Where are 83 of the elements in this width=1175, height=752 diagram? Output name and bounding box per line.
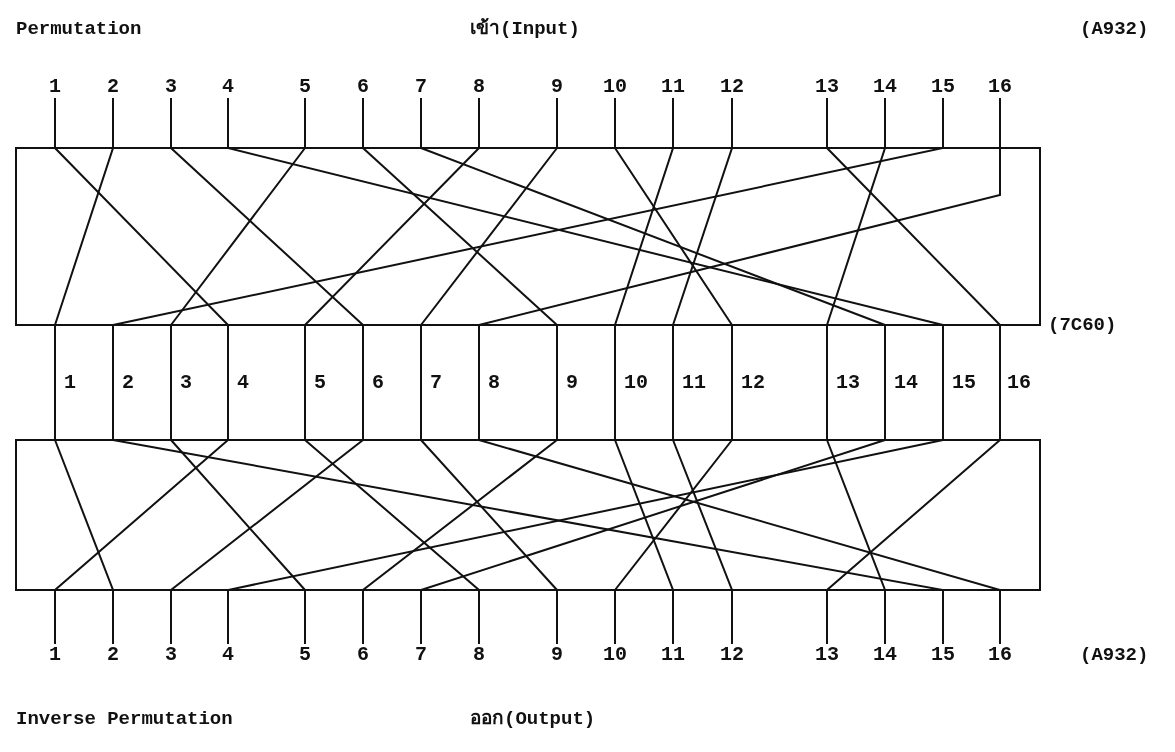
wire	[478, 439, 1001, 645]
output-pin-number: 11	[661, 644, 685, 666]
wire-column-cell: 13	[826, 325, 884, 440]
output-pin-number: 8	[473, 644, 485, 666]
output-label: ออก(Output)	[470, 708, 596, 730]
input-pin-number: 1	[49, 76, 61, 98]
wire	[826, 97, 886, 326]
wire	[826, 439, 886, 645]
input-label: เข้า(Input)	[470, 18, 580, 40]
wire-column-cell: 7	[420, 325, 478, 440]
wire	[170, 97, 306, 326]
wire	[672, 97, 733, 326]
wire-column-cell: 6	[362, 325, 420, 440]
chip-code: (7C60)	[1048, 314, 1117, 336]
wire-column-cell: 4	[227, 325, 304, 440]
output-pin-number: 2	[107, 644, 119, 666]
input-pin-number: 4	[222, 76, 234, 98]
wire-column-cell: 15	[942, 325, 999, 440]
chip-code: (A932)	[1080, 18, 1149, 40]
output-pin-number: 10	[603, 644, 627, 666]
wire	[54, 439, 114, 645]
wire	[826, 97, 1001, 326]
wire-column-cell: 11	[672, 325, 731, 440]
wire	[420, 97, 886, 326]
input-pin-number: 2	[107, 76, 119, 98]
input-pin-number: 12	[720, 76, 744, 98]
output-pin-number: 13	[815, 644, 839, 666]
wire-column-cell: 3	[170, 325, 227, 440]
permutation-label: Permutation	[16, 18, 142, 40]
input-pin-number: 11	[661, 76, 685, 98]
chip-code: (A932)	[1080, 644, 1149, 666]
output-pin-number: 4	[222, 644, 234, 666]
wire	[614, 97, 674, 326]
wire	[304, 439, 480, 645]
wire	[54, 97, 114, 326]
input-pin-number: 10	[603, 76, 627, 98]
wire-column-cell: 5	[304, 325, 362, 440]
wire	[362, 439, 558, 645]
wire-column-cell: 16	[999, 325, 1049, 440]
input-pin-number: 6	[357, 76, 369, 98]
wire	[54, 439, 229, 645]
wire	[304, 97, 480, 326]
wire-column-cell: 14	[884, 325, 942, 440]
output-pin-number: 14	[873, 644, 897, 666]
output-pin-number: 9	[551, 644, 563, 666]
output-pin-number: 15	[931, 644, 955, 666]
output-pin-number: 16	[988, 644, 1012, 666]
wire	[420, 439, 886, 645]
output-pin-number: 12	[720, 644, 744, 666]
wire-column-cell: 12	[731, 325, 826, 440]
wire	[478, 97, 1001, 326]
wire	[362, 97, 558, 326]
wire	[170, 439, 364, 645]
wire-column-cell: 2	[112, 325, 170, 440]
input-pin-number: 16	[988, 76, 1012, 98]
input-pin-number: 9	[551, 76, 563, 98]
input-pin-number: 13	[815, 76, 839, 98]
output-pin-number: 6	[357, 644, 369, 666]
input-pin-number: 15	[931, 76, 955, 98]
output-pin-number: 3	[165, 644, 177, 666]
input-pin-number: 7	[415, 76, 427, 98]
wire	[614, 439, 733, 645]
wire	[614, 97, 733, 326]
wire-column-cell: 1	[54, 325, 112, 440]
input-pin-number: 5	[299, 76, 311, 98]
wire	[672, 439, 733, 645]
input-pin-number: 3	[165, 76, 177, 98]
output-pin-number: 5	[299, 644, 311, 666]
input-pin-number: 8	[473, 76, 485, 98]
wire	[54, 97, 229, 326]
wire-column-cell: 9	[556, 325, 614, 440]
wire	[170, 97, 364, 326]
wire	[614, 439, 674, 645]
wire-column-cell: 10	[614, 325, 672, 440]
input-pin-number: 14	[873, 76, 897, 98]
wire	[420, 97, 558, 326]
inverse-permutation-label: Inverse Permutation	[16, 708, 233, 730]
output-pin-number: 7	[415, 644, 427, 666]
wire	[420, 439, 558, 645]
wire	[826, 439, 1001, 645]
wire	[170, 439, 306, 645]
wire-column-cell: 8	[478, 325, 556, 440]
output-pin-number: 1	[49, 644, 61, 666]
